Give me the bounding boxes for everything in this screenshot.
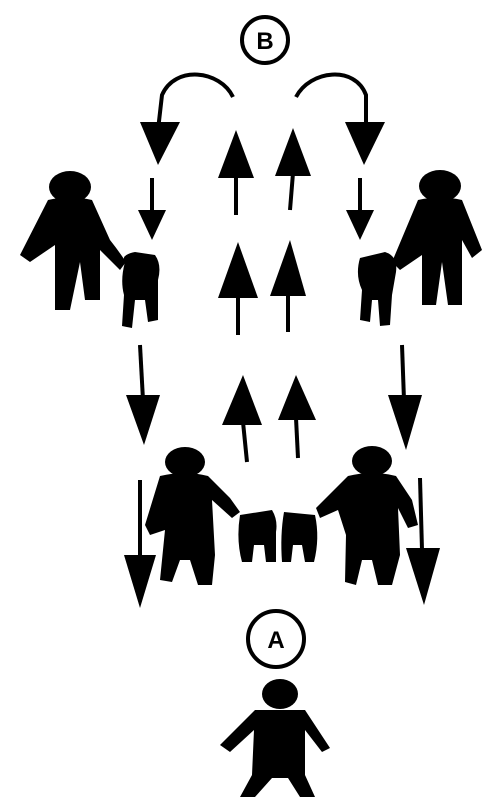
dog-center-left xyxy=(238,510,276,562)
dog-right-top xyxy=(358,252,396,326)
walker-right-top xyxy=(392,170,482,305)
dog-left-top xyxy=(122,252,159,328)
curved-arrow-left xyxy=(140,75,233,165)
curved-arrow-right xyxy=(296,75,385,165)
down-arrow-right-small xyxy=(346,178,374,240)
walker-left-top xyxy=(20,171,126,310)
up-arrow-center-2b xyxy=(270,240,306,332)
up-arrow-center-1b xyxy=(275,128,311,210)
marker-a-label: A xyxy=(267,627,284,654)
down-arrow-right-bottom xyxy=(406,478,440,605)
down-arrow-left-bottom xyxy=(124,480,156,608)
walker-right-bottom xyxy=(316,446,418,585)
down-arrow-right-middle xyxy=(388,345,422,450)
marker-b-label: B xyxy=(256,28,273,55)
dog-center-right xyxy=(281,512,317,562)
marker-b: B xyxy=(242,17,288,63)
walker-left-bottom xyxy=(145,447,240,585)
down-arrow-left-small xyxy=(138,178,166,240)
down-arrow-left-middle xyxy=(126,345,160,445)
marker-a: A xyxy=(248,611,304,667)
up-arrow-center-3a xyxy=(222,375,262,462)
up-arrow-center-2a xyxy=(218,242,258,335)
up-arrow-center-3b xyxy=(278,375,316,458)
standing-person xyxy=(220,679,330,797)
up-arrow-center-1a xyxy=(218,130,254,215)
